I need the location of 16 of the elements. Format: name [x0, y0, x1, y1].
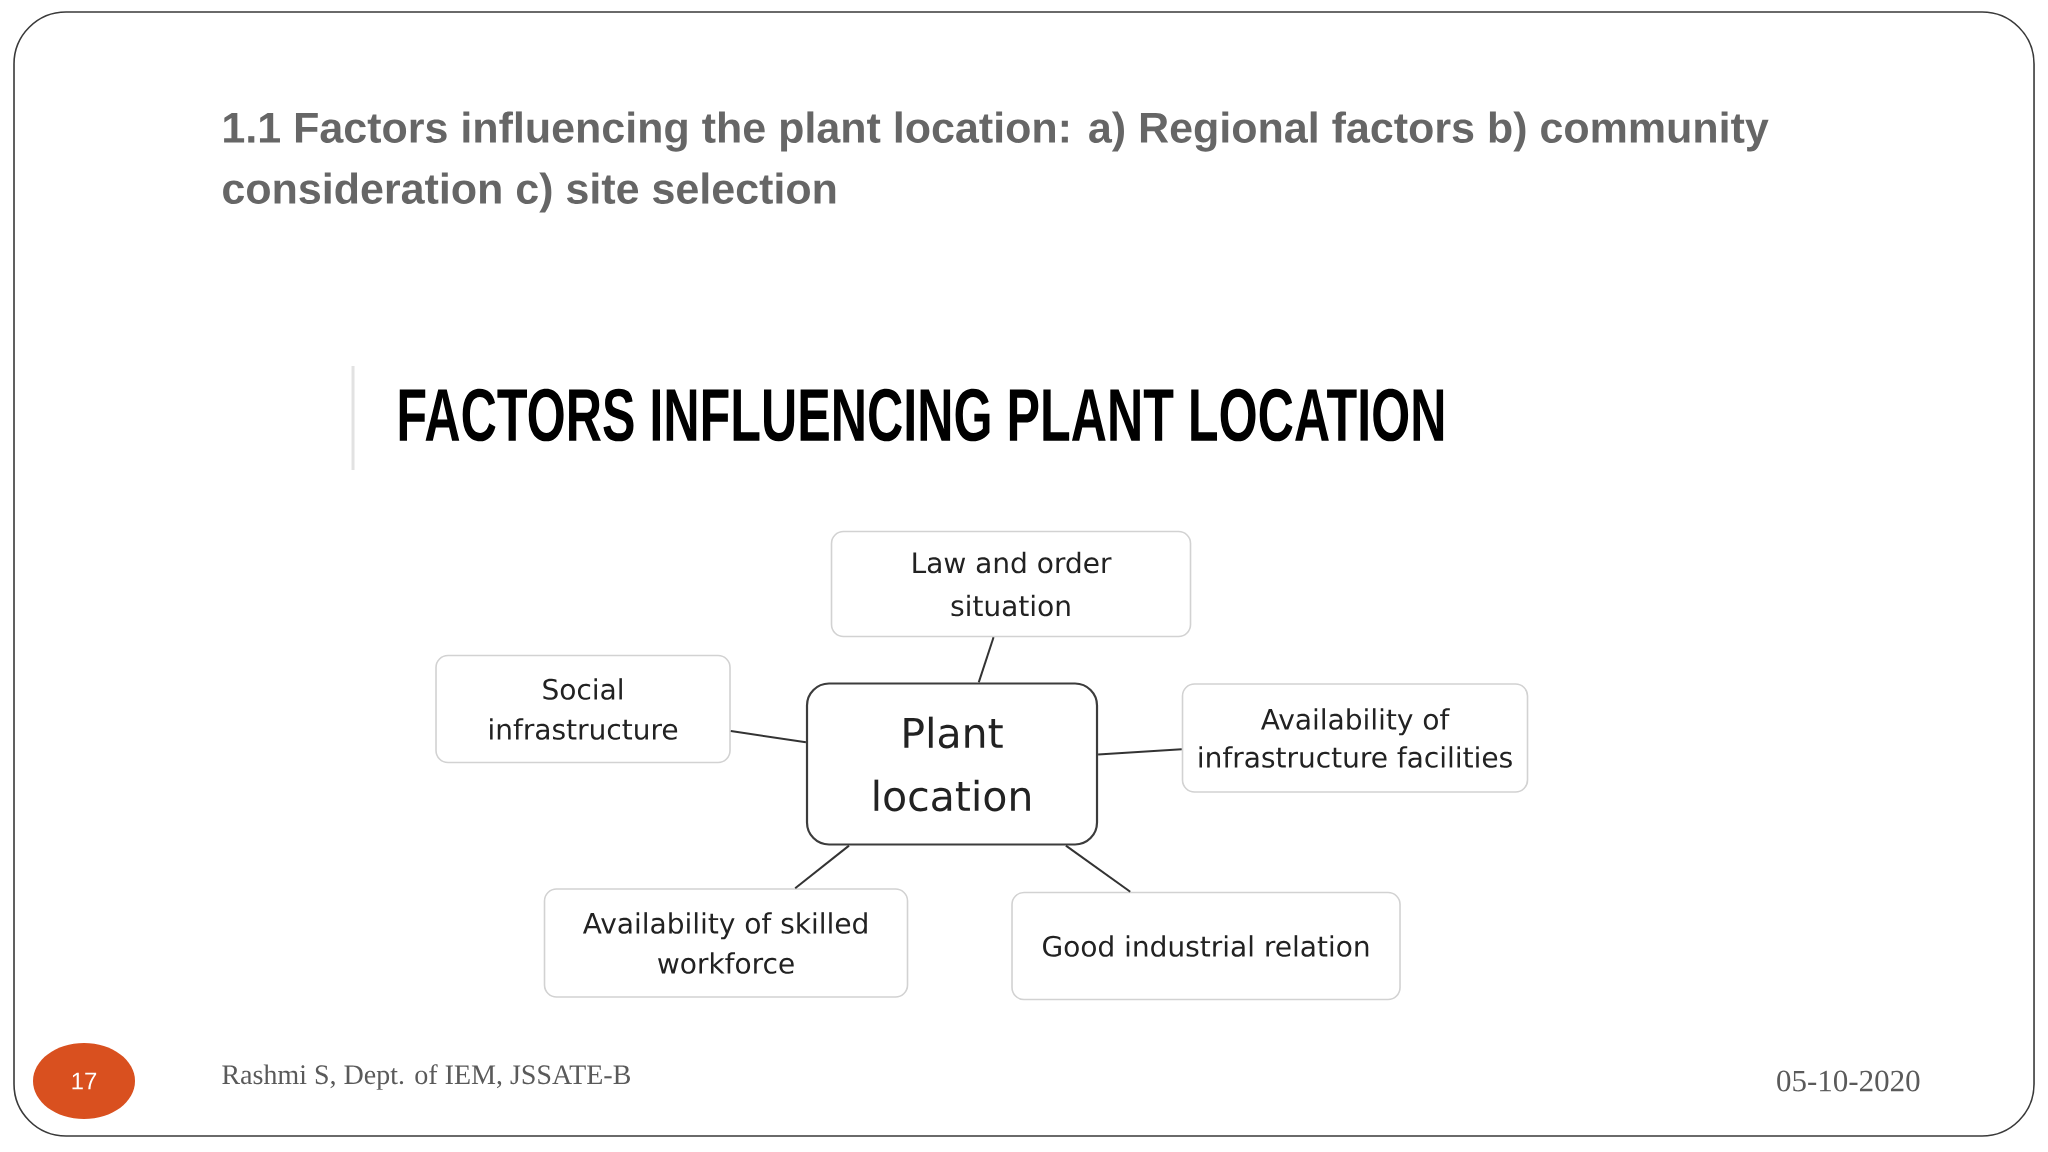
diagram-heading: FACTORS INFLUENCING PLANT LOCATION: [399, 388, 1444, 442]
topic-box: Availability of skilled workforce: [543, 888, 909, 998]
central-topic-box: Plant location: [805, 682, 1099, 846]
topic-box: Availability of infrastructure facilities: [1181, 683, 1529, 793]
connector-line: [977, 636, 995, 684]
topic-box: Social infrastructure: [435, 654, 731, 764]
connector-line: [729, 730, 807, 744]
footer-date: 05-10-2020: [1777, 1070, 1920, 1092]
topic-box: Law and order situation: [830, 530, 1192, 638]
connector-line: [794, 844, 850, 890]
topic-box: Good industrial relation: [1011, 891, 1401, 1001]
slide-title: 1.1 Factors influencing the plant location: a) Regional factors b) community consideration c) site selection: [223, 111, 1769, 213]
connector-line: [1097, 748, 1183, 756]
footer-text: Rashmi S, Dept. of IEM, JSSATE-B: [222, 1064, 630, 1090]
connector-line: [1064, 844, 1132, 893]
page-number: 17: [33, 1043, 135, 1119]
